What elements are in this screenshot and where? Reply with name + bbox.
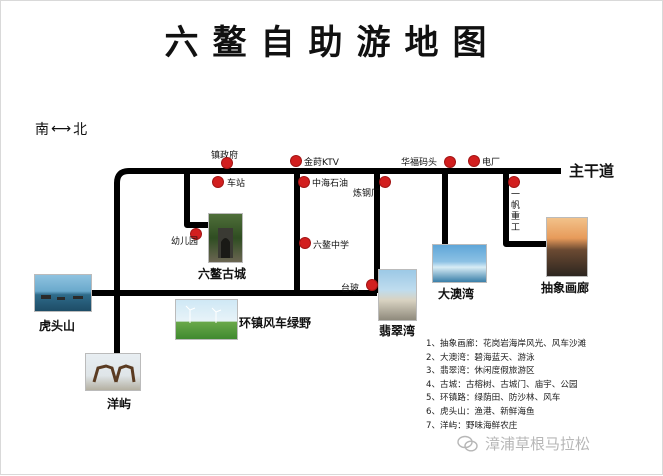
compass-south-label: 南 (35, 122, 49, 138)
legend-item: 1、抽象画廊：花岗岩海岸风光、风车沙滩 (426, 339, 587, 349)
gucheng-photo (208, 213, 243, 263)
road-gucheng (184, 171, 211, 228)
stop-liangang-label: 炼钢厂 (353, 189, 381, 199)
feicuiwan-label: 翡翠湾 (379, 324, 416, 338)
stop-ktv-dot (291, 156, 301, 166)
legend-item: 4、古城：古榕树、古城门、庙宇、公园 (426, 379, 578, 390)
stop-dianchang-label: 电厂 (482, 158, 501, 168)
compass: 南 ⟷ 北 (35, 119, 87, 139)
stop-chezhan-dot (213, 177, 223, 187)
map-title: 六鳌自助游地图 (164, 23, 501, 63)
stop-ktv-label: 金莳KTV (304, 158, 339, 168)
stop-zhongxue-dot (300, 238, 310, 248)
stop-zhengfu-dot (222, 158, 232, 168)
stop-matou-dot (445, 157, 455, 167)
stop-taiqiu-label: 台玻 (341, 284, 360, 294)
hutoushan-photo (34, 274, 92, 312)
compass-north-label: 北 (73, 122, 88, 138)
feicuiwan-photo (378, 269, 417, 321)
yangyu-photo (85, 353, 141, 391)
legend-item: 7、洋屿：野味海鲜农庄 (426, 420, 518, 431)
watermark-text: 漳浦草根马拉松 (485, 435, 591, 453)
stop-youeryuan-label: 幼儿园 (171, 237, 199, 247)
stop-dianchang-dot (469, 156, 479, 166)
daaowan-label: 大澳湾 (438, 287, 475, 301)
legend-item: 6、虎头山：渔港、新鲜海鱼 (426, 406, 535, 417)
fengche-photo (175, 299, 238, 340)
stop-zhonggong-dot (509, 177, 519, 187)
wechat-icon (457, 435, 478, 452)
yangyu-label: 洋屿 (107, 397, 132, 411)
legend-item: 3、翡翠湾：休闲度假旅游区 (426, 366, 535, 377)
stop-zhonggong-label: 一帆重工 (511, 190, 521, 233)
road-huanglang (503, 171, 546, 247)
gucheng-label: 六鳌古城 (198, 267, 247, 281)
hutoushan-label: 虎头山 (39, 319, 76, 333)
stop-shiyou-label: 中海石油 (312, 179, 349, 189)
stop-chezhan-label: 车站 (227, 179, 246, 189)
legend-item: 5、环镇路：绿荫田、防沙林、风车 (426, 393, 561, 404)
double-arrow-icon: ⟷ (51, 121, 72, 137)
main-road (114, 168, 561, 359)
stop-zhengfu-label: 镇政府 (211, 151, 239, 161)
daaowan-photo (432, 244, 487, 283)
legend-item: 2、大澳湾：碧海蓝天、游泳 (426, 352, 535, 363)
huanglang-photo (546, 217, 588, 277)
stop-liangang-dot (380, 177, 390, 187)
fengche-label: 环镇风车绿野 (239, 316, 312, 330)
huanglang-label: 抽象画廊 (541, 281, 590, 295)
main-road-label: 主干道 (569, 162, 615, 180)
watermark: 漳浦草根马拉松 (457, 433, 590, 454)
stop-matou-label: 华福码头 (401, 158, 438, 168)
stop-zhongxue-label: 六鳌中学 (313, 241, 350, 251)
stop-youeryuan-dot (191, 229, 201, 239)
stop-shiyou-dot (299, 177, 309, 187)
stop-taiqiu-dot (367, 280, 377, 290)
legend: 1、抽象画廊：花岗岩海岸风光、风车沙滩 2、大澳湾：碧海蓝天、游泳 3、翡翠湾：… (426, 338, 586, 433)
